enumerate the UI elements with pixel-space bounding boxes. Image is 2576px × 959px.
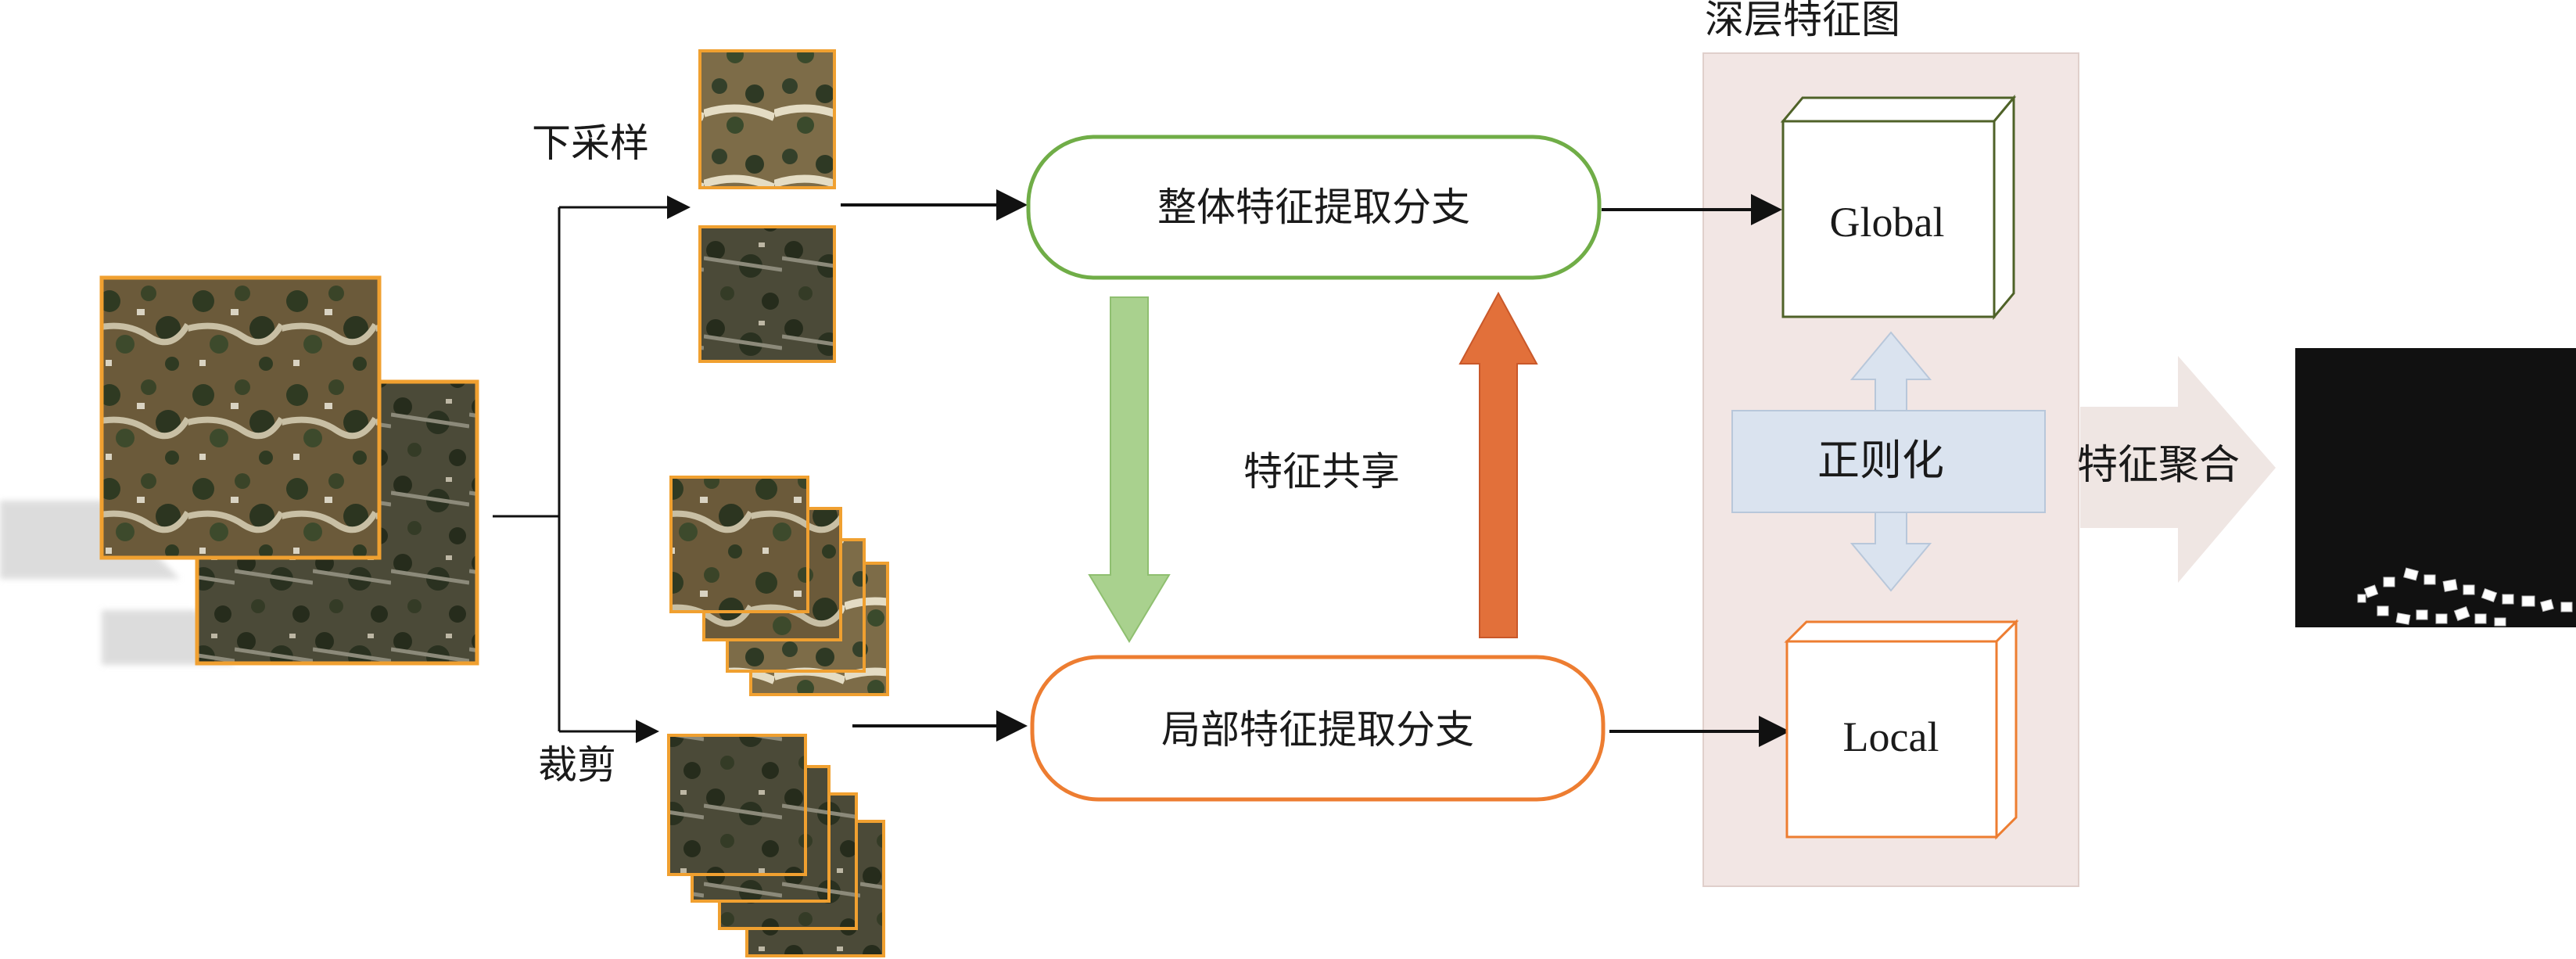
orange-up-arrow (1458, 291, 1538, 638)
cropped-tiles-stack-1 (669, 476, 889, 696)
regularization-box (1731, 410, 2046, 513)
cube-input-arrows (1602, 194, 1790, 747)
input-images (0, 275, 479, 666)
global-branch-box: 整体特征提取分支 (1026, 135, 1602, 280)
cropped-tiles-stack-2 (667, 734, 885, 957)
output-mask (2295, 348, 2576, 627)
input-image-front (99, 275, 382, 560)
branch-input-arrows (841, 189, 1028, 742)
feature-sharing-label: 特征共享 (1243, 449, 1400, 494)
global-cube-label: Global (1830, 199, 1945, 246)
global-feature-cube (1780, 94, 2017, 321)
feature-aggregation-arrow (2080, 356, 2276, 583)
global-branch-label: 整体特征提取分支 (1157, 185, 1470, 230)
downsample-label: 下采样 (532, 120, 649, 166)
input-connectors (493, 196, 691, 743)
feature-aggregation-label: 特征聚合 (2077, 442, 2240, 489)
crop-label: 裁剪 (538, 742, 616, 788)
local-feature-cube (1784, 619, 2019, 840)
green-down-arrow (1088, 296, 1171, 643)
local-branch-label: 局部特征提取分支 (1161, 707, 1474, 752)
deep-feature-map-title: 深层特征图 (1705, 0, 1900, 42)
downsampled-tiles (698, 49, 836, 363)
regularization-label: 正则化 (1817, 436, 1944, 485)
downsampled-tile-2 (698, 225, 836, 363)
local-branch-box: 局部特征提取分支 (1030, 655, 1606, 802)
local-cube-label: Local (1843, 713, 1939, 760)
downsampled-tile-1 (698, 49, 836, 189)
